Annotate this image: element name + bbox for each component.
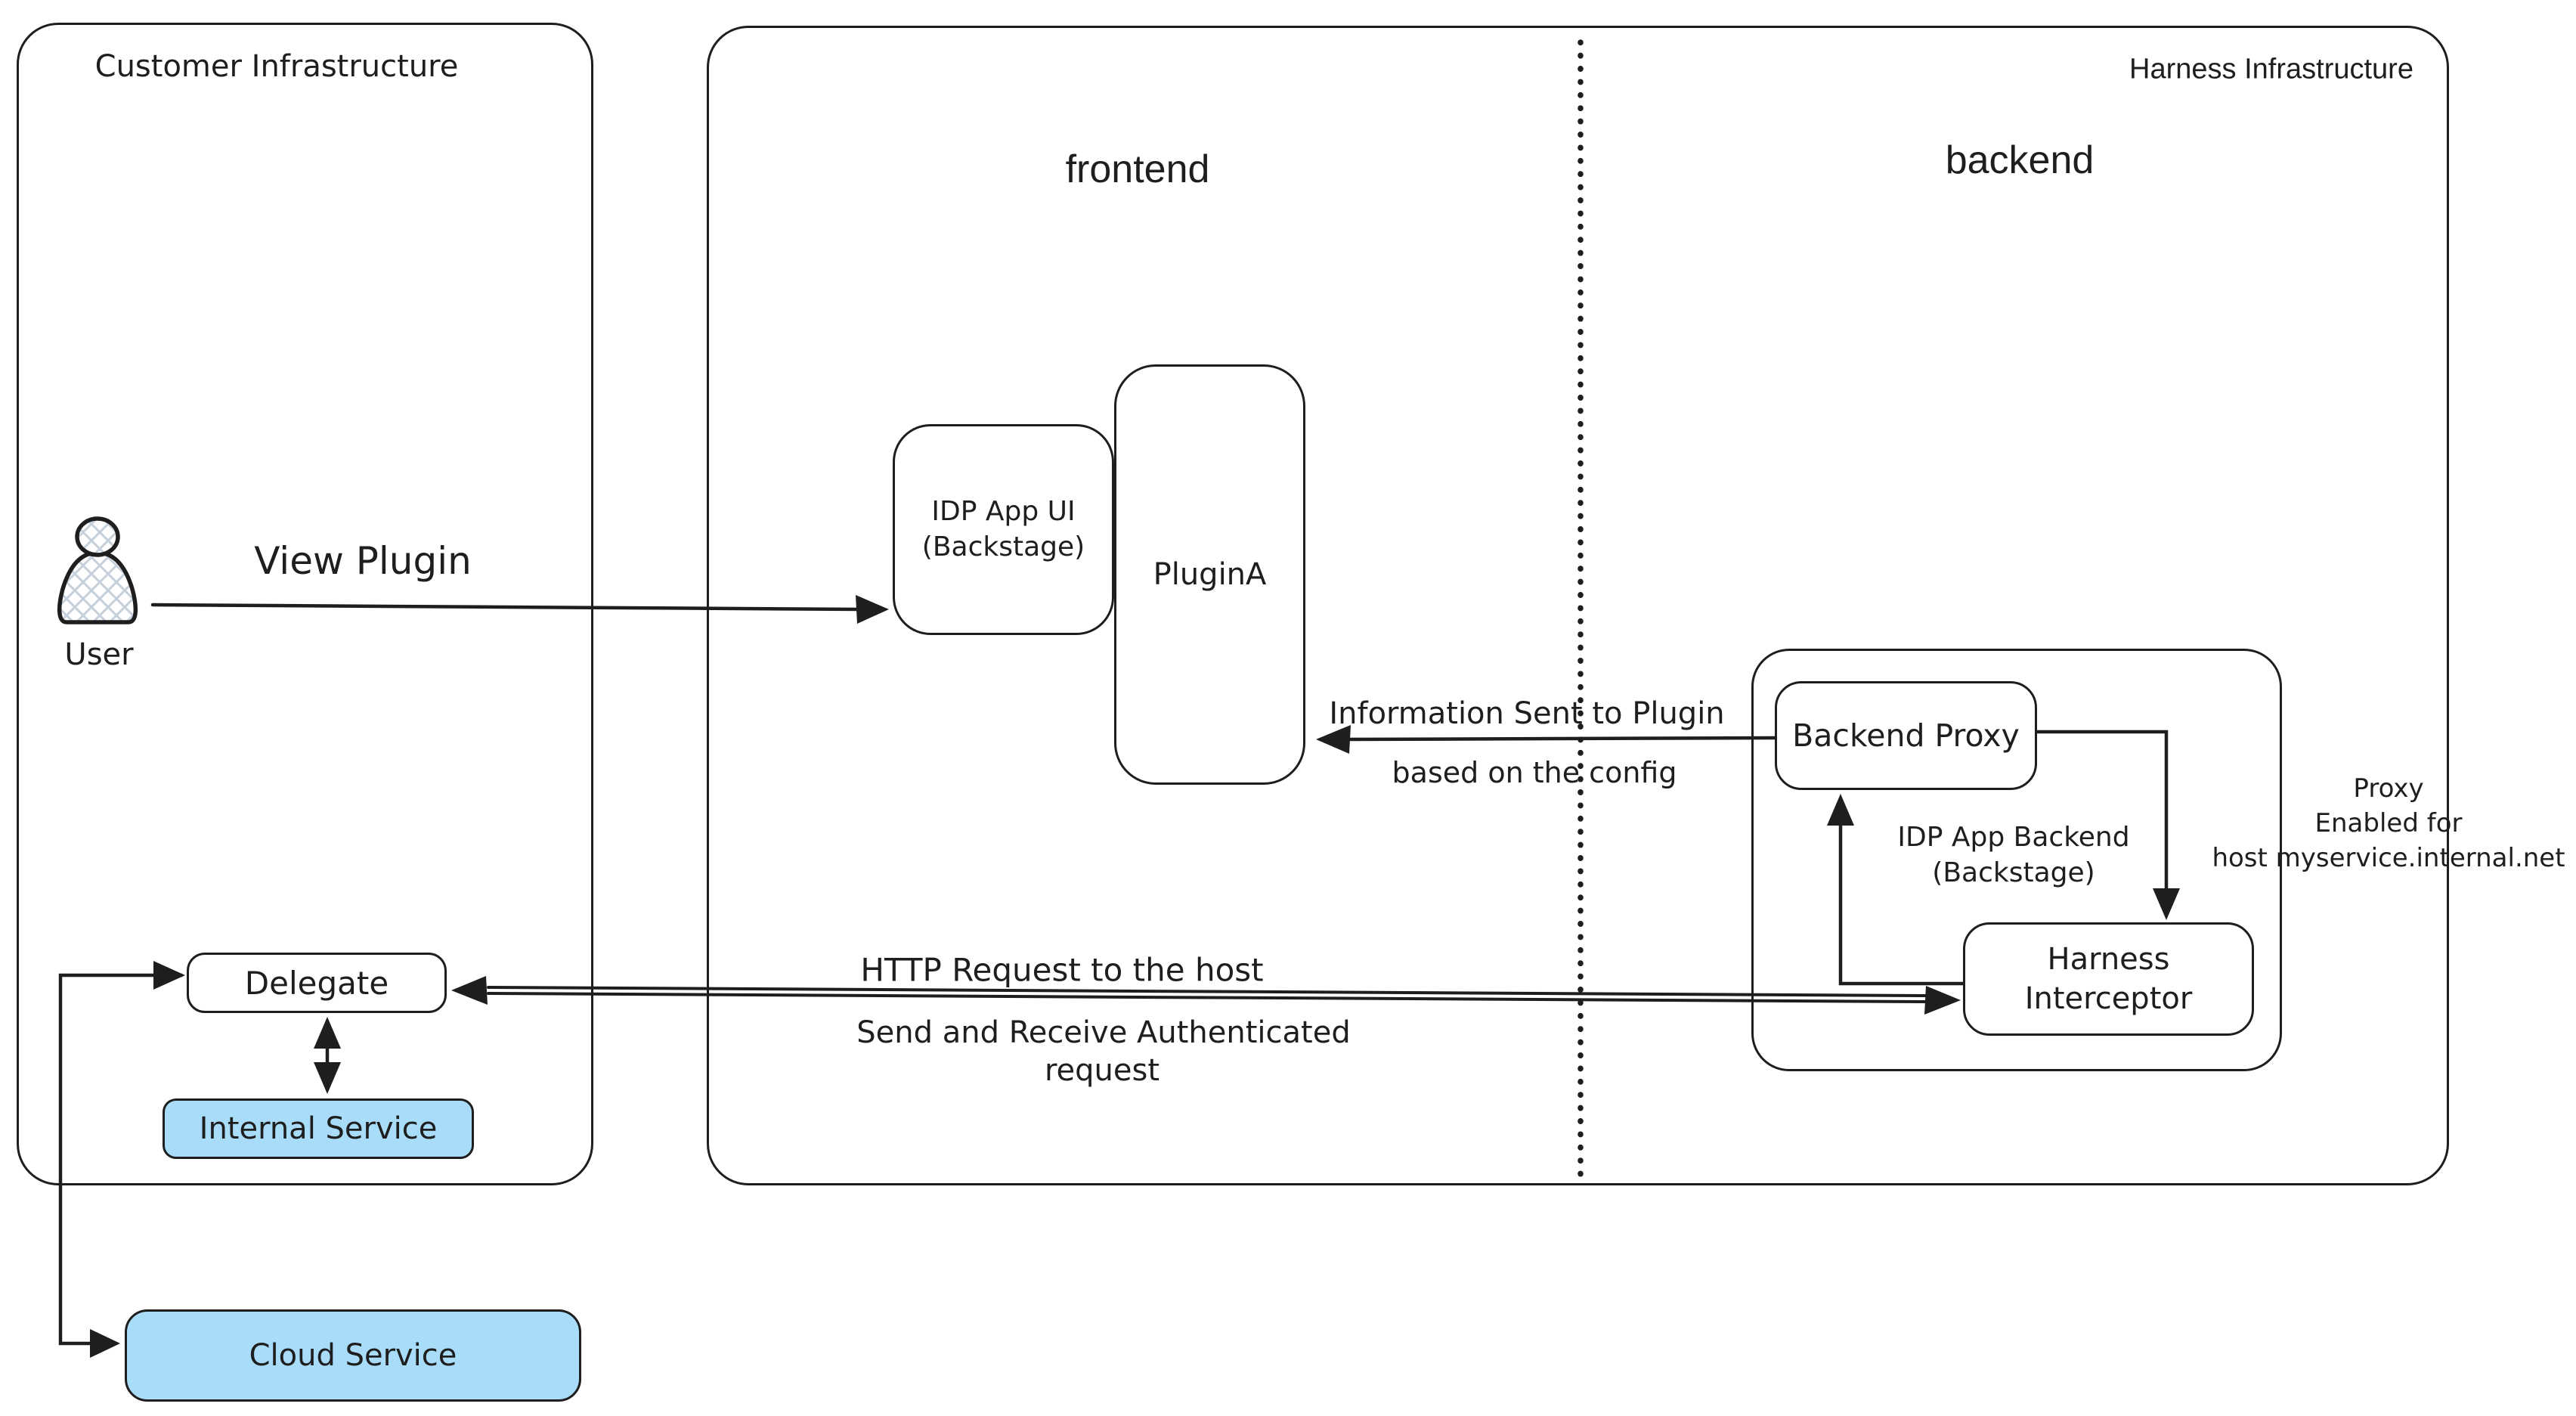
- internal-service-node: Internal Service: [163, 1098, 474, 1159]
- customer-region-label: Customer Infrastructure: [94, 49, 459, 84]
- backend-proxy-node: Backend Proxy: [1775, 681, 2037, 790]
- proxy-enabled-label-line3: host myservice.internal.net: [2212, 842, 2565, 873]
- view-plugin-label: View Plugin: [254, 539, 472, 583]
- info-sent-label-line1: Information Sent to Plugin: [1329, 696, 1725, 731]
- plugin-a-node: PluginA: [1114, 364, 1305, 785]
- http-request-label: HTTP Request to the host: [860, 951, 1264, 989]
- idp-app-backend-label-line1: IDP App Backend: [1897, 822, 2130, 854]
- send-receive-label-line2: request: [1044, 1053, 1160, 1088]
- proxy-enabled-label-line1: Proxy: [2353, 773, 2424, 804]
- proxy-enabled-label: Proxy Enabled for host myservice.interna…: [2212, 772, 2565, 876]
- send-receive-label-line1: Send and Receive Authenticated: [856, 1015, 1351, 1050]
- user-label: User: [64, 637, 134, 672]
- delegate-label: Delegate: [244, 964, 389, 1002]
- harness-interceptor-label-line1: Harness: [2047, 942, 2170, 977]
- info-sent-label-line2: based on the config: [1392, 756, 1677, 789]
- backend-proxy-label: Backend Proxy: [1792, 717, 2020, 754]
- backend-section-label: backend: [1945, 138, 2095, 182]
- idp-app-ui-label-line2: (Backstage): [921, 531, 1085, 562]
- idp-app-ui-label-line1: IDP App UI: [931, 495, 1076, 527]
- idp-app-ui-node: IDP App UI (Backstage): [893, 424, 1114, 635]
- cloud-service-node: Cloud Service: [125, 1309, 581, 1402]
- harness-interceptor-label-line2: Interceptor: [2024, 981, 2193, 1016]
- cloud-service-label: Cloud Service: [249, 1338, 457, 1373]
- internal-service-label: Internal Service: [199, 1111, 438, 1146]
- idp-app-backend-container: [1751, 649, 2282, 1071]
- harness-interceptor-node: Harness Interceptor: [1963, 922, 2254, 1036]
- delegate-node: Delegate: [187, 953, 447, 1013]
- idp-app-backend-label-line2: (Backstage): [1932, 857, 2095, 888]
- idp-app-backend-label: IDP App Backend (Backstage): [1897, 820, 2129, 891]
- plugin-a-label: PluginA: [1153, 557, 1267, 592]
- harness-region-label: Harness Infrastructure: [2129, 53, 2413, 85]
- proxy-enabled-label-line2: Enabled for: [2314, 808, 2463, 839]
- frontend-section-label: frontend: [1065, 147, 1210, 191]
